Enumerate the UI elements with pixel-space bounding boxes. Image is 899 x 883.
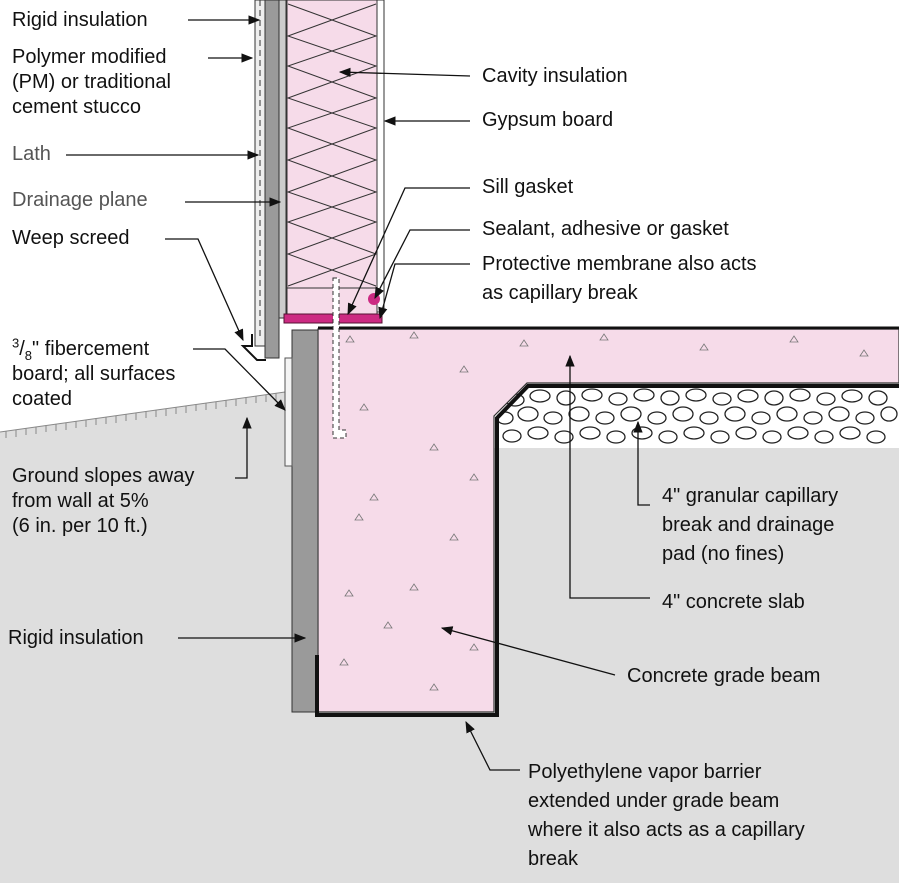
- label-sealant: Sealant, adhesive or gasket: [482, 218, 729, 240]
- ground-slope-hatch: [0, 391, 286, 438]
- rigid-insulation-foundation: [291, 329, 319, 713]
- label-vapor-barrier-line3: where it also acts as a capillary: [528, 819, 805, 841]
- label-gypsum-board: Gypsum board: [482, 109, 614, 131]
- label-ground-slope-line2: from wall at 5%: [12, 490, 149, 512]
- label-stucco-line2: (PM) or traditional: [12, 71, 171, 93]
- label-fibercement-line3: coated: [12, 388, 73, 410]
- label-weep-screed: Weep screed: [12, 227, 130, 249]
- label-granular-line3: pad (no fines): [662, 543, 785, 565]
- label-vapor-barrier-line1: Polyethylene vapor barrier: [528, 761, 762, 783]
- label-rigid-insulation-bottom: Rigid insulation: [8, 627, 144, 649]
- label-ground-slope-line3: (6 in. per 10 ft.): [12, 515, 148, 537]
- label-grade-beam: Concrete grade beam: [627, 665, 821, 687]
- concrete-aggregate: [339, 331, 869, 691]
- label-concrete-slab: 4" concrete slab: [662, 591, 805, 613]
- fibercement-text: " fibercement: [32, 338, 150, 360]
- label-fibercement-line2: board; all surfaces: [12, 363, 176, 385]
- rigid-insulation-wall: [264, 0, 280, 359]
- label-cavity-insulation: Cavity insulation: [482, 65, 628, 87]
- label-protective-membrane-line1: Protective membrane also acts: [482, 253, 757, 275]
- label-lath: Lath: [12, 143, 51, 165]
- anchor-bolt: [332, 277, 347, 439]
- sealant-bead: [368, 293, 380, 305]
- sheathing: [278, 0, 287, 319]
- label-rigid-insulation-top: Rigid insulation: [12, 9, 148, 31]
- ground-fill: [0, 392, 285, 883]
- sill-plate: [286, 287, 378, 315]
- label-vapor-barrier-line4: break: [528, 848, 579, 870]
- label-stucco-line3: cement stucco: [12, 96, 141, 118]
- label-sill-gasket: Sill gasket: [482, 176, 574, 198]
- label-stucco-line1: Polymer modified: [12, 46, 167, 68]
- label-vapor-barrier-line2: extended under grade beam: [528, 790, 780, 812]
- label-ground-slope-line1: Ground slopes away: [12, 465, 195, 487]
- label-drainage-plane: Drainage plane: [12, 189, 148, 211]
- fraction-numerator: 3: [12, 335, 20, 351]
- label-granular-line1: 4" granular capillary: [662, 485, 839, 507]
- label-granular-line2: break and drainage: [662, 514, 835, 536]
- label-protective-membrane-line2: as capillary break: [482, 282, 638, 304]
- fibercement-board: [284, 357, 293, 467]
- label-fibercement-line1: 3/8" fibercement: [12, 335, 150, 363]
- polyethylene-vapor-barrier: [315, 384, 899, 717]
- weep-screed: [240, 334, 266, 361]
- concrete-slab-and-grade-beam: [317, 328, 899, 713]
- leader-lines: [66, 15, 650, 771]
- cavity-insulation-zigzag: [286, 3, 378, 287]
- fraction-denominator: 8: [24, 348, 33, 363]
- gypsum-board: [376, 0, 385, 313]
